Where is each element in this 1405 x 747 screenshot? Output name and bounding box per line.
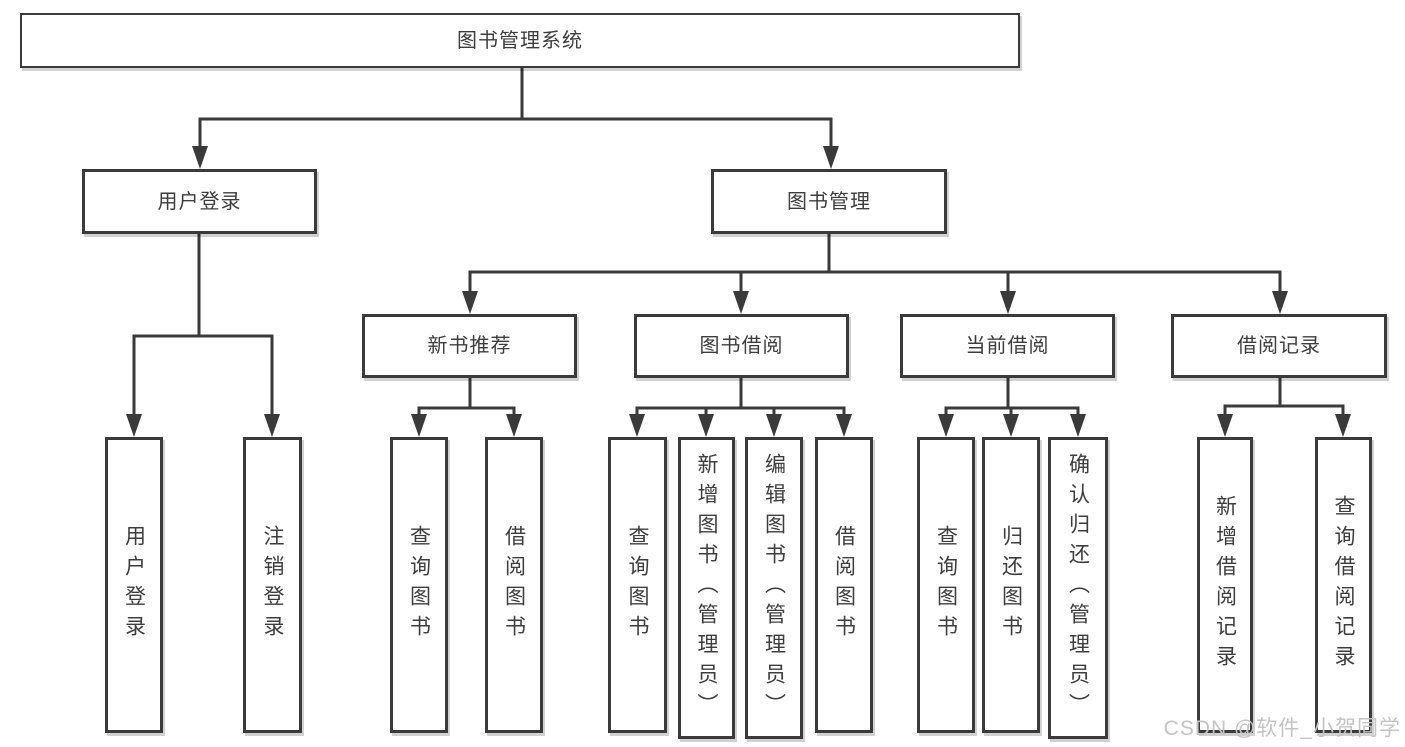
node-new-book-recommend: 新书推荐 [362, 314, 577, 378]
leaf-query-books-current-label: 查询图书 [934, 525, 958, 645]
node-new-book-recommend-label: 新书推荐 [427, 335, 512, 357]
leaf-borrow-books-borrow-label: 借阅图书 [832, 525, 856, 645]
leaf-user-login: 用户登录 [105, 437, 163, 733]
leaf-user-login-label: 用户登录 [122, 525, 146, 645]
leaf-add-borrow-record: 新增借阅记录 [1197, 437, 1253, 733]
node-borrow-records: 借阅记录 [1171, 314, 1387, 378]
leaf-query-borrow-record-label: 查询借阅记录 [1332, 495, 1355, 675]
leaf-return-books: 归还图书 [982, 437, 1040, 733]
leaf-query-books-current: 查询图书 [917, 437, 975, 733]
leaf-add-book-admin: 新增图书（管理员） [678, 437, 735, 739]
leaf-edit-book-admin-label: 编辑图书（管理员） [762, 453, 786, 723]
leaf-add-book-admin-label: 新增图书（管理员） [695, 453, 718, 723]
node-root-label: 图书管理系统 [457, 29, 583, 52]
leaf-query-borrow-record: 查询借阅记录 [1315, 437, 1372, 733]
leaf-edit-book-admin: 编辑图书（管理员） [745, 437, 803, 739]
node-current-borrow: 当前借阅 [900, 314, 1115, 378]
node-book-borrow: 图书借阅 [634, 314, 849, 378]
connector-new-book-recommend [417, 378, 516, 417]
leaf-logout: 注销登录 [243, 437, 302, 733]
leaf-query-books-borrow-label: 查询图书 [626, 525, 649, 645]
node-book-borrow-label: 图书借阅 [699, 335, 784, 357]
node-book-management-label: 图书管理 [787, 190, 871, 213]
leaf-return-books-label: 归还图书 [999, 525, 1023, 645]
leaf-query-books-recommend-label: 查询图书 [407, 525, 431, 645]
connector-book-borrow [635, 378, 846, 417]
watermark: CSDN @软件_小贺同学 [1163, 717, 1401, 740]
leaf-confirm-return-admin: 确认归还（管理员） [1048, 437, 1108, 739]
connector-current-borrow [944, 378, 1080, 417]
leaf-borrow-books-borrow: 借阅图书 [815, 437, 873, 733]
connector-root [198, 68, 833, 149]
connector-user-login [132, 233, 274, 417]
connector-book-management [468, 234, 1282, 294]
leaf-query-books-recommend: 查询图书 [390, 437, 448, 733]
node-book-management: 图书管理 [711, 169, 947, 234]
leaf-confirm-return-admin-label: 确认归还（管理员） [1066, 453, 1090, 723]
node-user-login-group: 用户登录 [82, 169, 317, 234]
leaf-borrow-books-recommend: 借阅图书 [485, 437, 543, 733]
leaf-logout-label: 注销登录 [261, 525, 284, 645]
leaf-add-borrow-record-label: 新增借阅记录 [1213, 495, 1237, 675]
node-current-borrow-label: 当前借阅 [965, 335, 1050, 357]
node-borrow-records-label: 借阅记录 [1237, 335, 1321, 357]
node-user-login-group-label: 用户登录 [157, 190, 242, 213]
node-root: 图书管理系统 [20, 13, 1020, 68]
connector-borrow-records [1223, 378, 1345, 417]
leaf-borrow-books-recommend-label: 借阅图书 [502, 525, 526, 645]
leaf-query-books-borrow: 查询图书 [608, 437, 667, 733]
